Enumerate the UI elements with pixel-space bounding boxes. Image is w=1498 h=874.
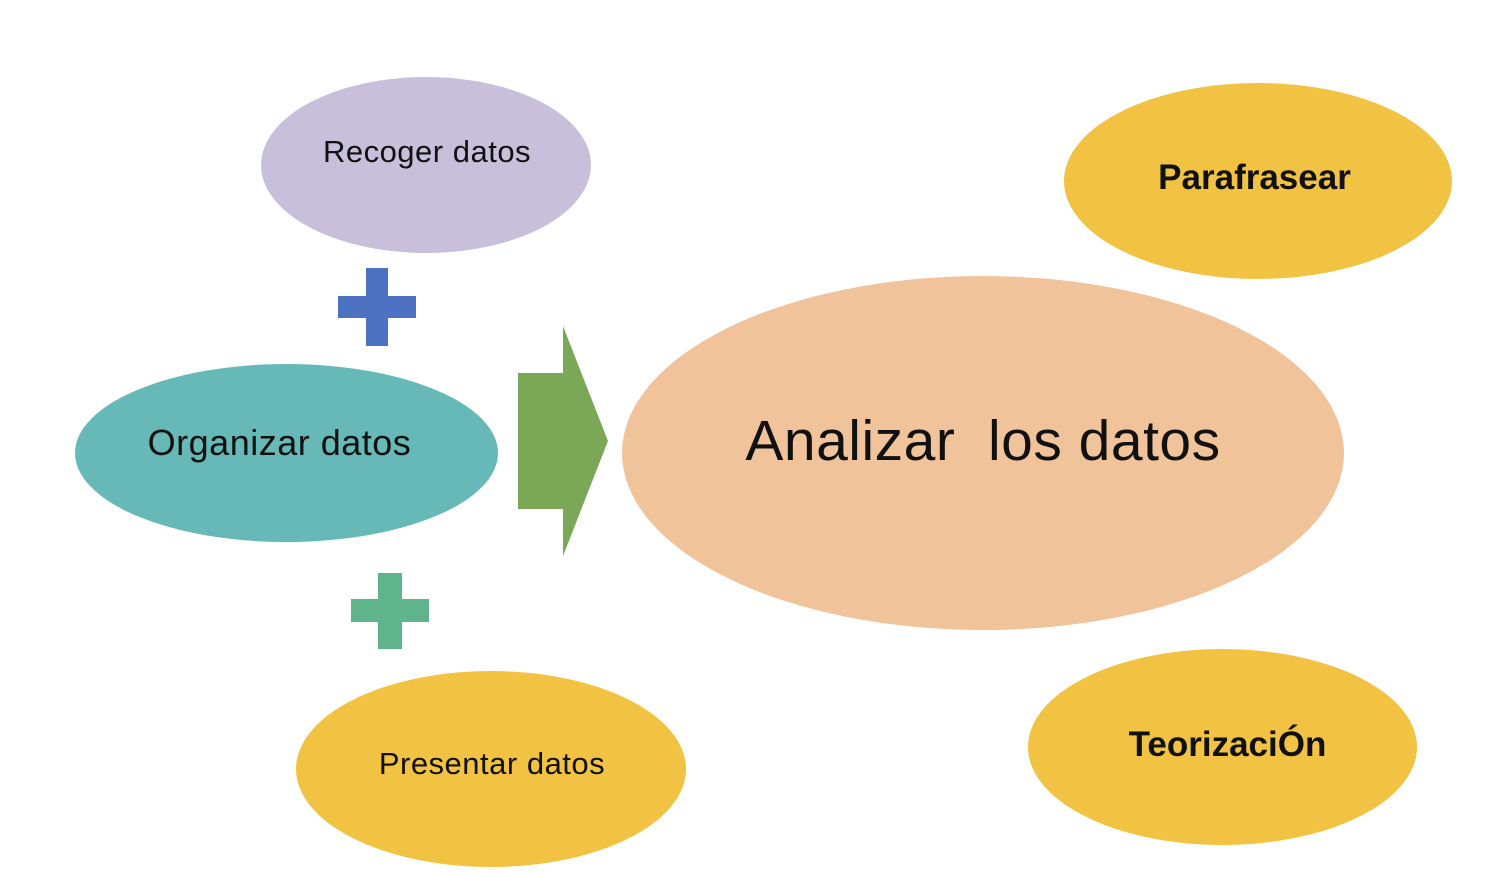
node-organizar-datos: Organizar datos [75,364,498,542]
node-parafrasear-label: Parafrasear [1158,158,1351,197]
node-teorizacion: TeorizaciÓn [1028,649,1417,845]
node-recoger-datos: Recoger datos [261,77,591,253]
node-analizar-los-datos: Analizar los datos [622,276,1344,630]
node-recoger-datos-label: Recoger datos [322,134,532,169]
node-presentar-datos: Presentar datos [296,671,686,867]
arrow-right-icon [518,326,608,556]
node-teorizacion-label: TeorizaciÓn [1128,725,1327,764]
plus-bottom-shape [351,573,429,649]
plus-icon [351,573,429,649]
node-parafrasear: Parafrasear [1064,83,1452,279]
arrow-shape [518,326,608,556]
node-presentar-datos-label: Presentar datos [378,746,606,781]
node-analizar-los-datos-label: Analizar los datos [745,409,1221,473]
plus-icon [338,268,416,346]
node-organizar-datos-label: Organizar datos [147,422,412,463]
plus-top-shape [338,268,416,346]
